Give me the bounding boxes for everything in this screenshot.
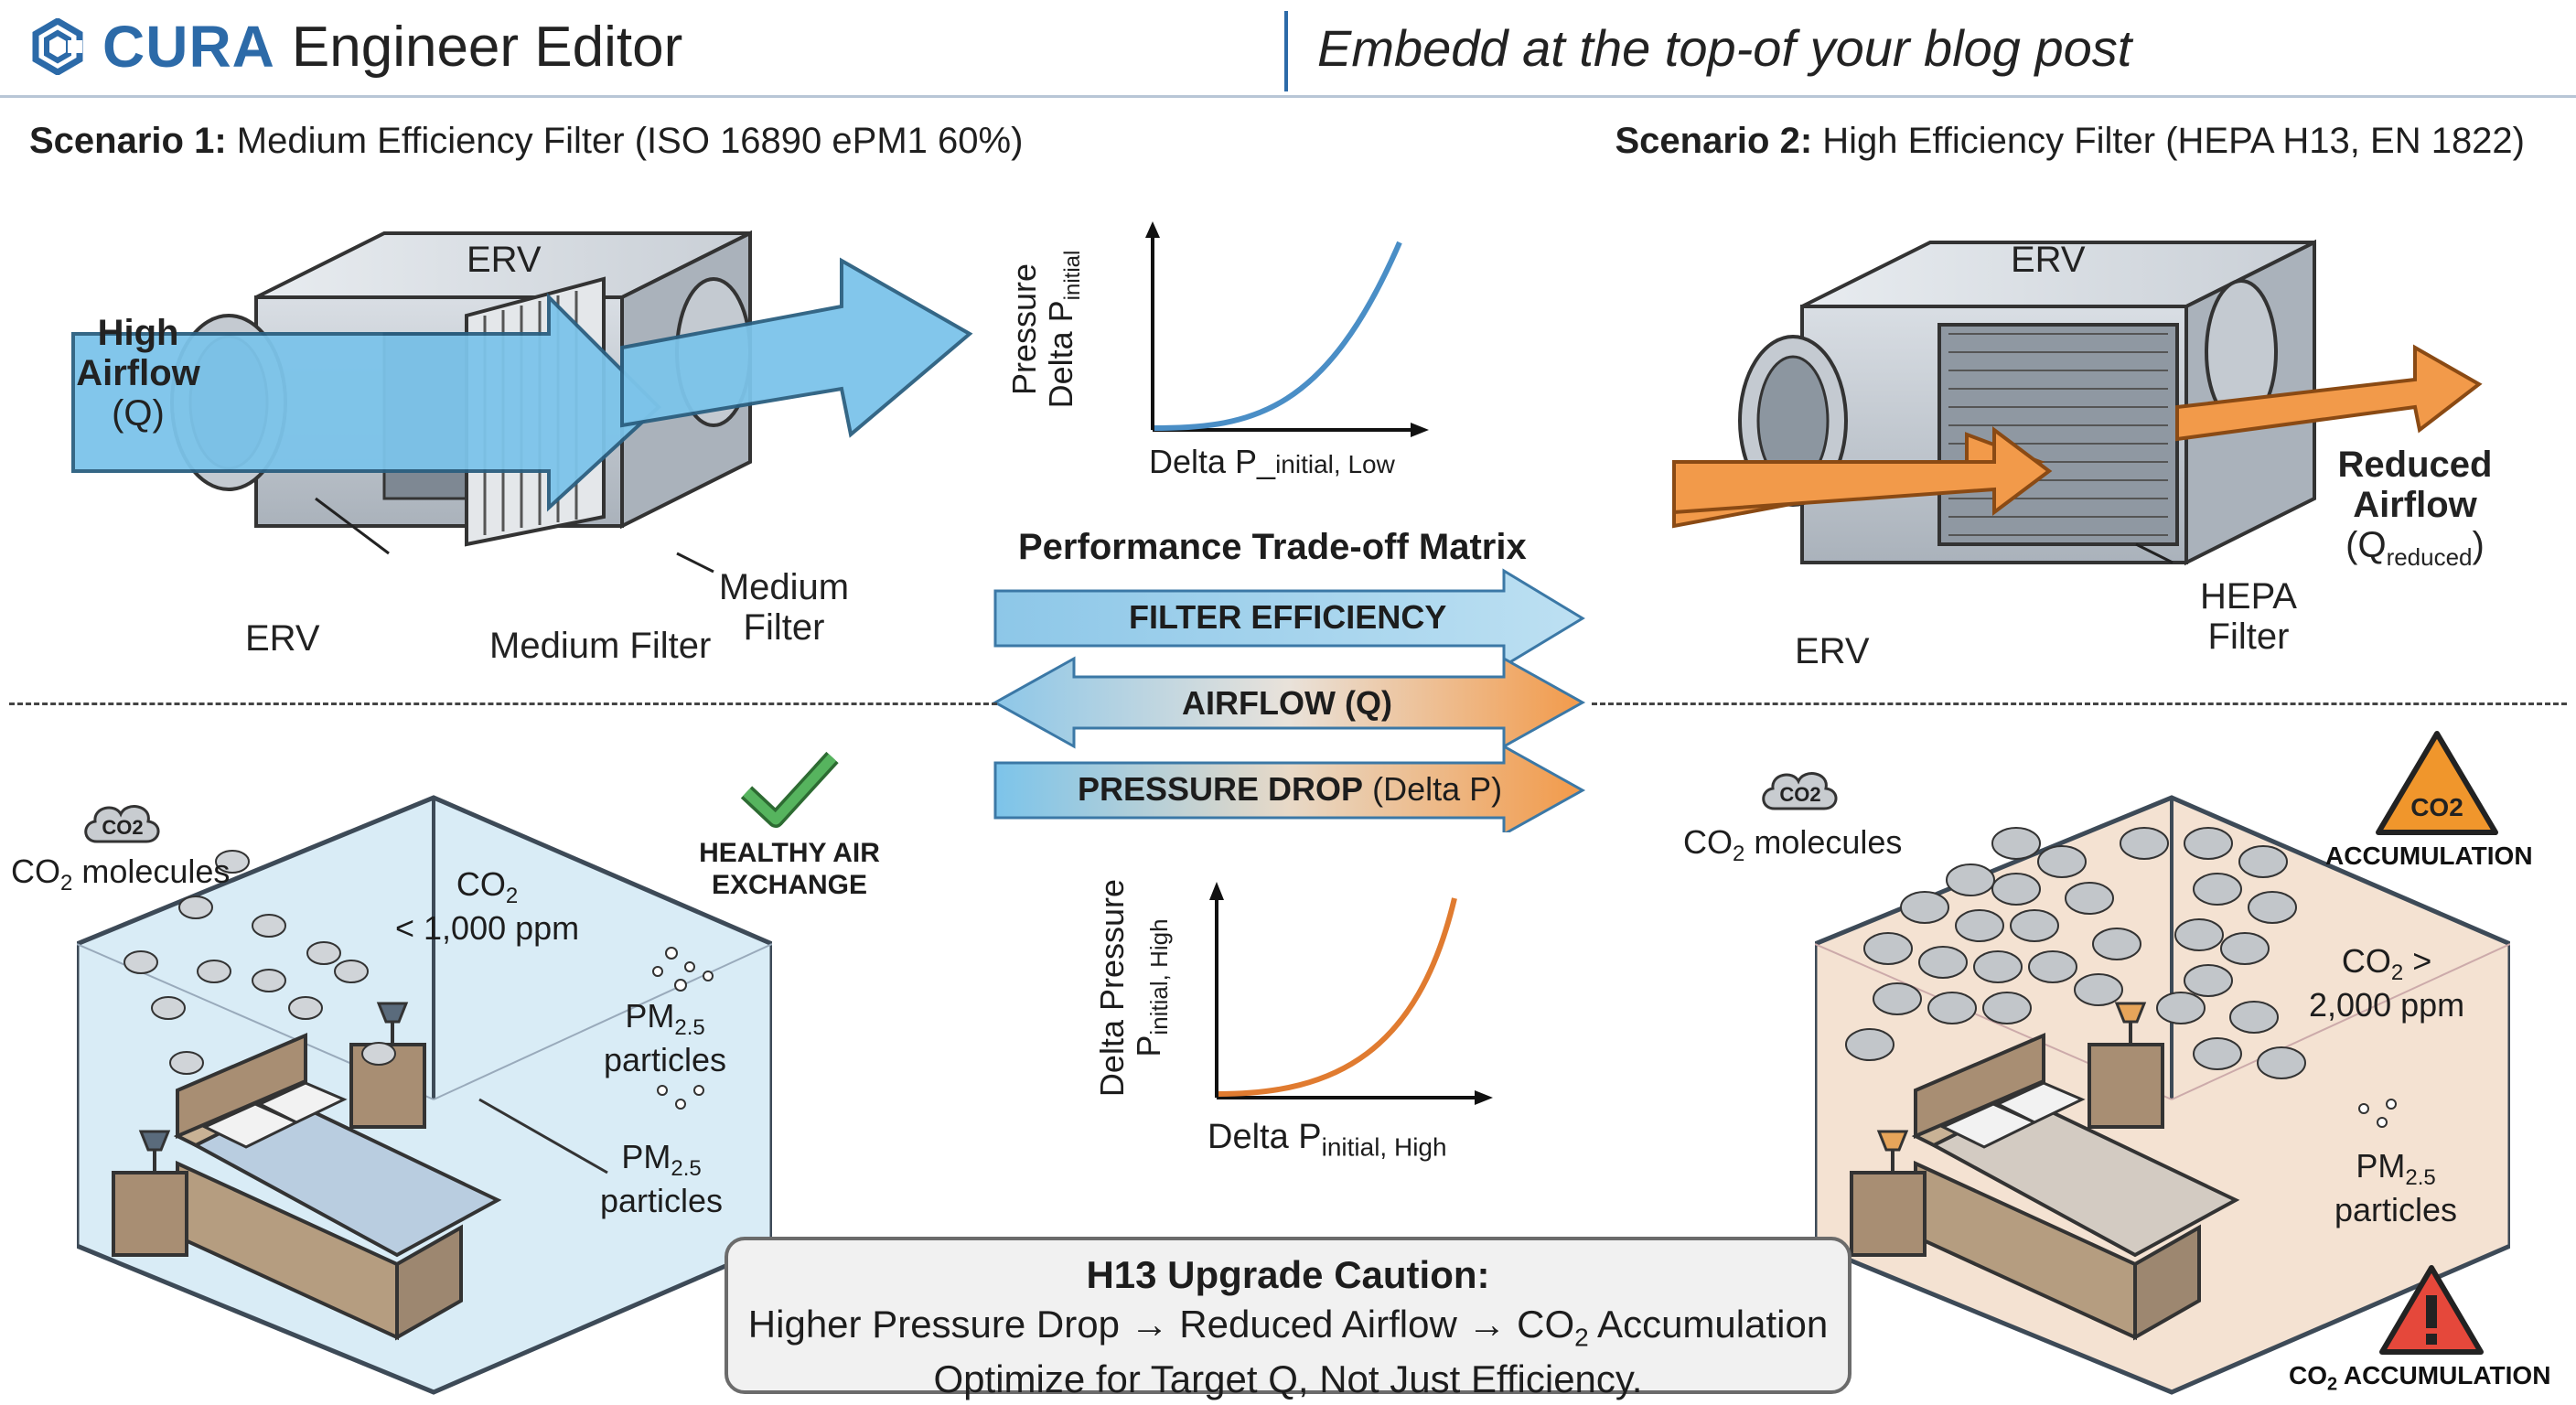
svg-text:CO2: CO2 [2410, 793, 2463, 821]
scenario1-title: Scenario 1: Medium Efficiency Filter (IS… [29, 121, 1024, 161]
caution-line3: Optimize for Target Q, Not Just Efficien… [933, 1357, 1643, 1401]
s1-erv-top-label: ERV [467, 240, 542, 280]
graph-top-xlabel: Delta P_initial, Low [1149, 443, 1395, 480]
s1-inflow-label: High Airflow (Q) [76, 313, 200, 434]
matrix-arrow-filter-efficiency [993, 568, 1585, 669]
caution-title: H13 Upgrade Caution: [1086, 1253, 1490, 1296]
pressure-curve-high [1209, 882, 1493, 1105]
s2-erv-top-label: ERV [2011, 240, 2086, 280]
s2-erv-bottom-label: ERV [1795, 631, 1870, 671]
matrix-arrow-pressure-drop [993, 744, 1586, 832]
accumulation-room-illustration [1815, 795, 2510, 1395]
check-icon [740, 751, 839, 828]
brand-name: CURA [102, 14, 275, 80]
graph-bottom-ylabel: Delta Pressure Pinitial, High [1093, 878, 1173, 1098]
header-rule [0, 95, 2576, 98]
healthy-room-illustration [77, 795, 772, 1395]
app-title: Engineer Editor [291, 15, 683, 79]
header-divider [1284, 11, 1288, 91]
matrix-label-pressure-drop: PRESSURE DROP (Delta P) [1078, 770, 1503, 808]
matrix-arrow-airflow [992, 656, 1586, 749]
tagline: Embedd at the top-of your blog post [1317, 19, 2132, 77]
left-molecules-label: CO2 molecules [11, 853, 231, 896]
left-co2-level: CO2 < 1,000 ppm [395, 865, 580, 947]
svg-text:CO2: CO2 [102, 816, 143, 839]
s1-filter-label-b: Medium Filter [718, 567, 850, 648]
matrix-label-airflow: AIRFLOW (Q) [1182, 684, 1392, 722]
matrix-arrows [992, 568, 1586, 832]
caution-line2: Higher Pressure Drop → Reduced Airflow →… [747, 1303, 1829, 1352]
exclamation-warning-icon [2379, 1265, 2484, 1355]
warning-bottom-label: CO2 ACCUMULATION [2289, 1361, 2551, 1395]
caution-box: H13 Upgrade Caution: Higher Pressure Dro… [724, 1237, 1852, 1400]
s1-filter-label-a: Medium Filter [489, 626, 712, 666]
matrix-label-filter-efficiency: FILTER EFFICIENCY [1129, 598, 1447, 636]
scenario2-erv-illustration [1672, 239, 2483, 566]
right-pm-label: PM2.5 particles [2334, 1147, 2458, 1228]
co2-warning-icon: CO2 [2376, 731, 2498, 835]
co2-cloud-icon-right: CO2 [1762, 772, 1838, 810]
right-co2-level: CO2 > 2,000 ppm [2309, 942, 2465, 1024]
svg-text:CO2: CO2 [1779, 783, 1820, 806]
graph-top-ylabel: Pressure Delta Pinitial [1005, 250, 1085, 409]
s1-erv-bottom-label: ERV [245, 618, 320, 659]
pressure-curve-low [1145, 221, 1429, 437]
left-pm-label-b: PM2.5 particles [600, 1138, 724, 1219]
right-molecules-label: CO2 molecules [1683, 823, 1903, 867]
scenario1-erv-illustration [71, 230, 973, 574]
co2-cloud-icon: CO2 [84, 805, 160, 843]
header-brand: CURA Engineer Editor [29, 13, 682, 80]
scenario2-title: Scenario 2: High Efficiency Filter (HEPA… [1615, 121, 2526, 161]
s2-outflow-label: Reduced Airflow (Qreduced) [2337, 445, 2493, 571]
graph-bottom-xlabel: Delta Pinitial, High [1208, 1118, 1447, 1162]
section-divider-right [1592, 702, 2567, 705]
s2-filter-label: HEPA Filter [2200, 576, 2297, 657]
cura-logo-icon [32, 18, 83, 75]
left-pm-label-a: PM2.5 particles [604, 997, 727, 1078]
healthy-air-label: HEALTHY AIR EXCHANGE [699, 838, 880, 900]
section-divider [9, 702, 997, 705]
matrix-title: Performance Trade-off Matrix [1018, 527, 1527, 567]
warning-top-label: ACCUMULATION [2325, 842, 2533, 870]
